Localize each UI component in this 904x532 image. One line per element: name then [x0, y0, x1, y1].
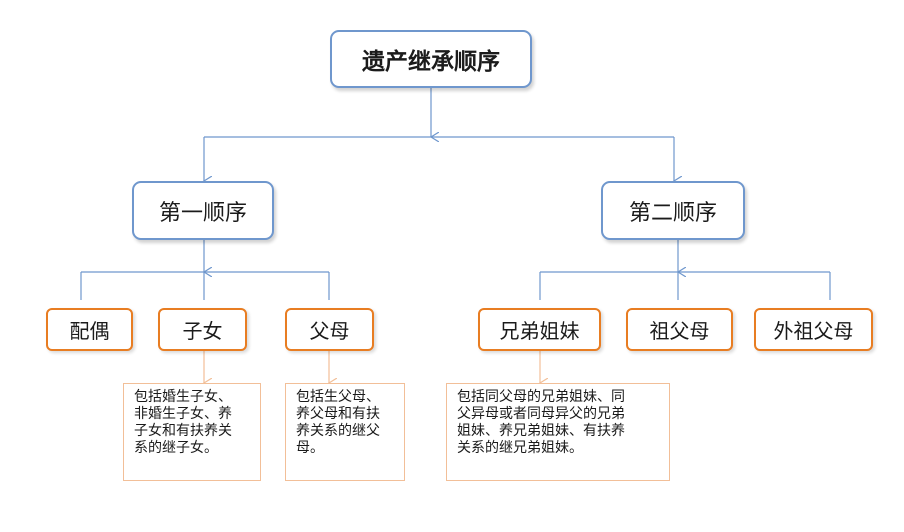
parents-label: 父母 [309, 319, 350, 343]
parents-node: 父母 [285, 308, 374, 351]
second-order-label: 第二顺序 [628, 200, 717, 226]
spouse-label: 配偶 [69, 319, 110, 343]
maternal-grandparents-label: 外祖父母 [773, 319, 854, 343]
spouse-node: 配偶 [46, 308, 133, 351]
root-label: 遗产继承顺序 [362, 49, 500, 75]
siblings-label: 兄弟姐妹 [499, 319, 580, 343]
maternal-grandparents-node: 外祖父母 [754, 308, 873, 351]
children-label: 子女 [182, 319, 223, 343]
children-node: 子女 [158, 308, 247, 351]
grandparents-label: 祖父母 [649, 319, 710, 343]
second-order-node: 第二顺序 [601, 181, 745, 240]
first-order-node: 第一顺序 [132, 181, 274, 240]
parents-note-box: 包括生父母、 养父母和有扶 养关系的继父 母。 [285, 383, 405, 481]
grandparents-node: 祖父母 [626, 308, 733, 351]
siblings-node: 兄弟姐妹 [478, 308, 601, 351]
siblings-note-box: 包括同父母的兄弟姐妹、同 父异母或者同母异父的兄弟 姐妹、养兄弟姐妹、有扶养 关… [446, 383, 670, 481]
first-order-label: 第一顺序 [158, 200, 247, 226]
children-note-box: 包括婚生子女、 非婚生子女、养 子女和有扶养关 系的继子女。 [123, 383, 261, 481]
root-node: 遗产继承顺序 [330, 30, 532, 88]
